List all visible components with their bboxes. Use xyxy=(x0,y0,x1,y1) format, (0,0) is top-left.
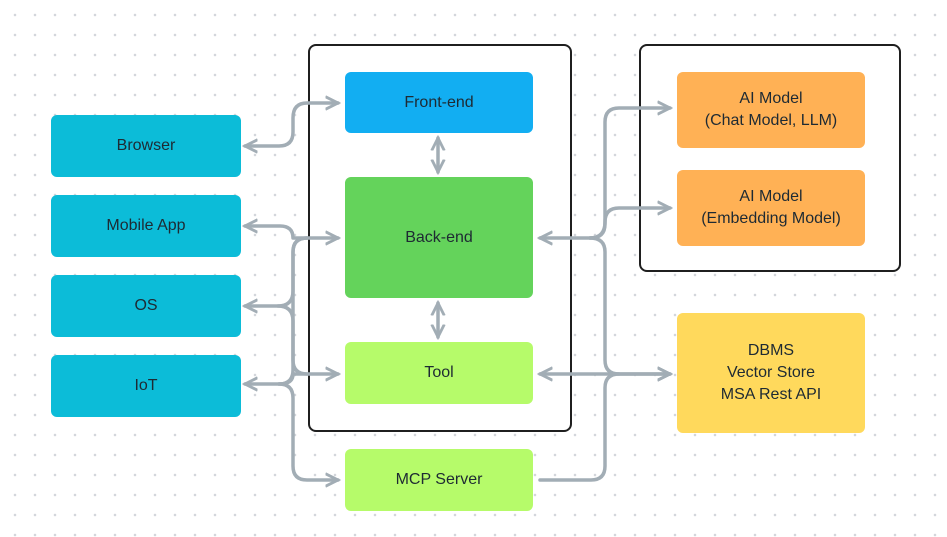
ai-model-chat-node: AI Model (Chat Model, LLM) xyxy=(677,72,865,148)
connector-iot-mcp xyxy=(277,382,338,480)
ai-model-chat-title: AI Model xyxy=(739,90,803,107)
connector-mcp-data xyxy=(538,372,621,482)
msa-rest-api-label: MSA Rest API xyxy=(720,386,822,403)
os-node: OS xyxy=(51,275,241,337)
iot-label: IoT xyxy=(134,377,158,394)
mcp-server-label: MCP Server xyxy=(395,471,483,488)
iot-node: IoT xyxy=(51,355,241,417)
frontend-label: Front-end xyxy=(404,93,474,111)
backend-label: Back-end xyxy=(405,228,473,246)
browser-label: Browser xyxy=(116,137,176,154)
connector-backend-ai-embedding xyxy=(588,208,670,240)
mobile-app-node: Mobile App xyxy=(51,195,241,257)
tool-node: Tool xyxy=(345,342,533,404)
backend-node: Back-end xyxy=(345,177,533,298)
os-label: OS xyxy=(134,297,158,314)
connector-iot-backend xyxy=(277,236,309,386)
data-services-node: DBMS Vector Store MSA Rest API xyxy=(677,313,865,433)
ai-model-embedding-subtitle: (Embedding Model) xyxy=(701,210,841,227)
ai-model-embedding-node: AI Model (Embedding Model) xyxy=(677,170,865,246)
mobile-app-label: Mobile App xyxy=(106,217,186,234)
ai-model-chat-subtitle: (Chat Model, LLM) xyxy=(704,112,838,129)
connector-browser-frontend xyxy=(245,103,338,146)
browser-node: Browser xyxy=(51,115,241,177)
vector-store-label: Vector Store xyxy=(726,364,816,381)
frontend-node: Front-end xyxy=(345,72,533,133)
connector-backend-data xyxy=(588,236,670,374)
ai-model-embedding-title: AI Model xyxy=(739,188,803,205)
connector-mobile-backend xyxy=(245,226,338,238)
connector-os-backend xyxy=(245,236,309,306)
tool-label: Tool xyxy=(424,364,454,381)
mcp-server-node: MCP Server xyxy=(345,449,533,511)
dbms-label: DBMS xyxy=(747,342,795,359)
